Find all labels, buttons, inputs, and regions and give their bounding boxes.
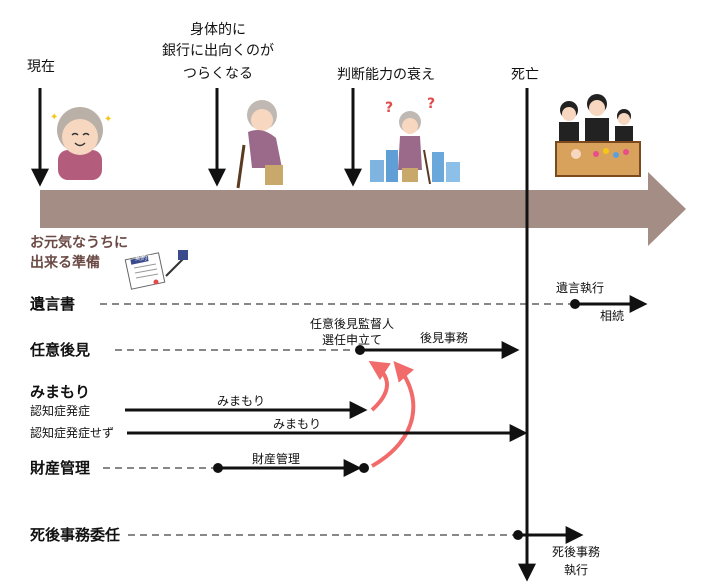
guardianship-affairs-label: 後見事務 — [420, 331, 469, 345]
watching-line1-label: みまもり — [217, 394, 266, 408]
contract-illustration — [124, 250, 188, 290]
will-execution-label: 遺言執行 — [556, 281, 605, 295]
svg-text:?: ? — [385, 100, 393, 116]
row-label-property: 財産管理 — [30, 459, 91, 477]
dementia-transition-arrow — [368, 360, 391, 412]
event-physical-line1: 身体的に — [190, 22, 246, 38]
elder-with-cane-illustration — [236, 100, 283, 189]
confused-elder-illustration: ? ? — [370, 96, 460, 185]
svg-text:?: ? — [427, 96, 435, 112]
posthumous-result-line1: 死後事務 — [551, 545, 601, 559]
timeline-band — [40, 172, 686, 246]
will-inheritance-label: 相続 — [600, 309, 625, 323]
watching-line2-label: みまもり — [273, 417, 322, 431]
property-line-label: 財産管理 — [252, 452, 301, 466]
svg-text:✦: ✦ — [50, 112, 58, 123]
guardianship-supervisor-line2: 選任申立て — [321, 333, 383, 347]
row-label-posthumous: 死後事務委任 — [30, 526, 121, 544]
guardianship-supervisor-line1: 任意後見監督人 — [309, 317, 395, 331]
row-label-watching: みまもり — [30, 383, 91, 401]
row-label-guardianship: 任意後見 — [30, 341, 91, 359]
event-judgment-label: 判断能力の衰え — [337, 67, 435, 83]
posthumous-result-line2: 執行 — [563, 563, 589, 577]
watching-dementia-onset-label: 認知症発症 — [30, 404, 91, 418]
preparation-line1: お元気なうちに — [30, 235, 128, 251]
smiling-elder-illustration: ✦ ✦ — [50, 107, 112, 180]
property-end-dot — [359, 463, 369, 473]
event-now-label: 現在 — [27, 59, 55, 75]
preparation-line2: 出来る準備 — [30, 255, 100, 271]
watching-no-dementia-label: 認知症発症せず — [30, 426, 115, 440]
event-death-label: 死亡 — [511, 67, 539, 83]
event-physical-line3: つらくなる — [183, 66, 253, 82]
svg-text:✦: ✦ — [104, 114, 112, 125]
contract-title: 契約書 — [135, 255, 154, 262]
preparation-heading: お元気なうちに 出来る準備 — [30, 233, 128, 273]
event-physical-line2: 銀行に出向くのが — [162, 43, 274, 59]
property-transition-arrow — [371, 360, 416, 468]
row-label-will: 遺言書 — [30, 295, 76, 313]
funeral-family-illustration — [555, 94, 641, 177]
